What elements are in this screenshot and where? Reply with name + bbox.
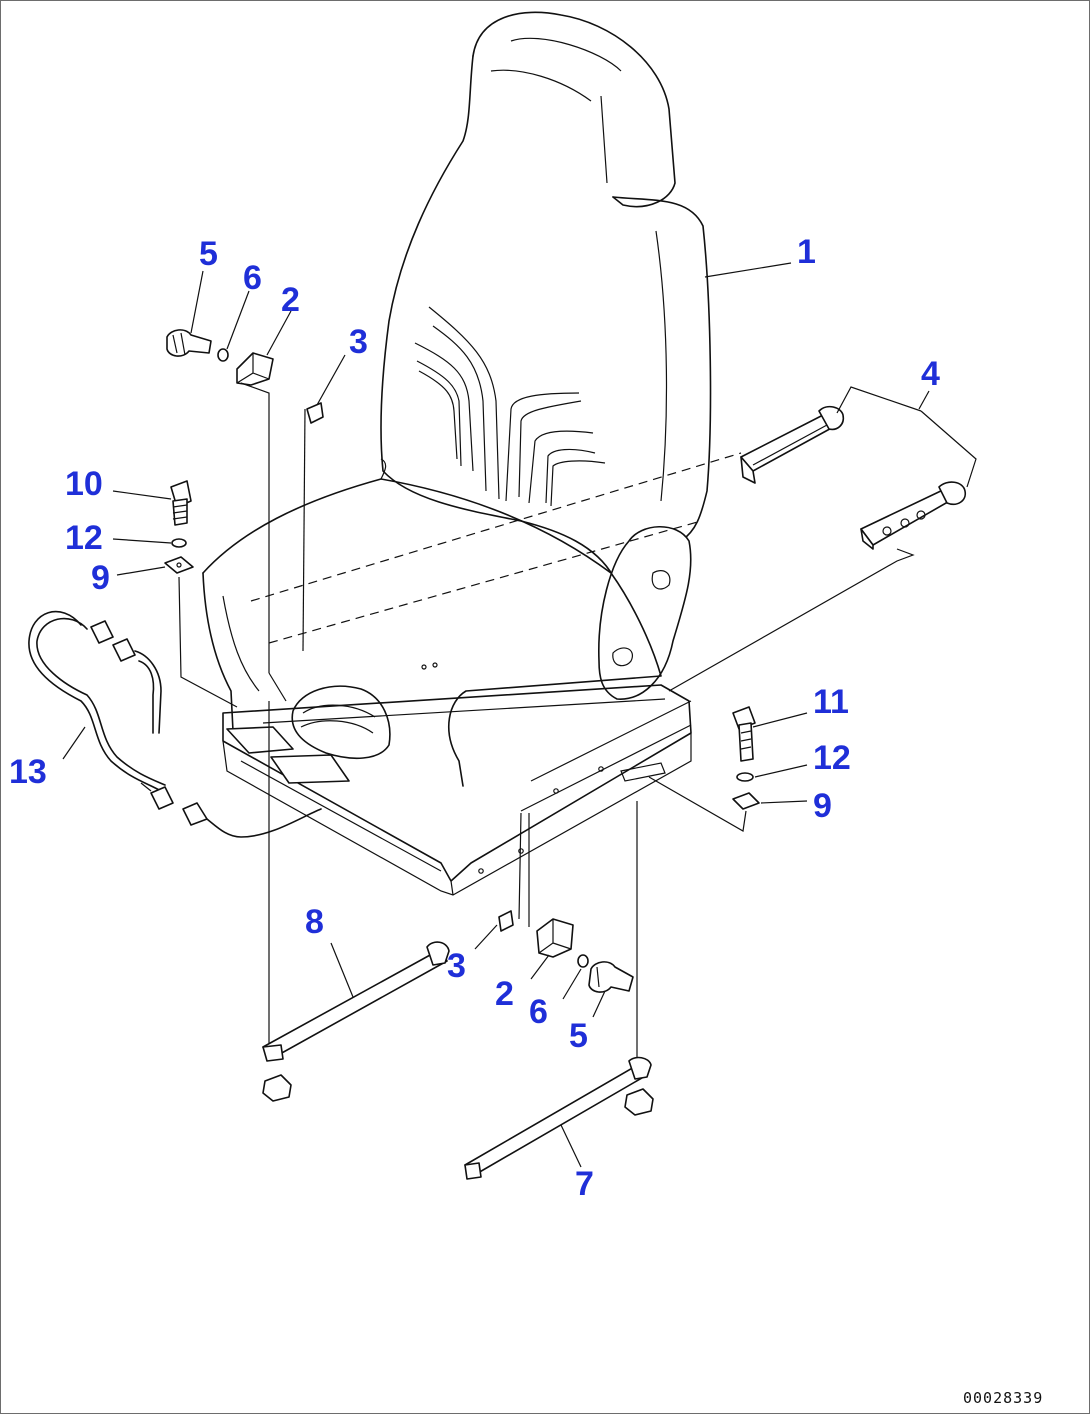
mounting-strap-left: [262, 701, 450, 1102]
callout-1: 1: [797, 233, 816, 271]
callout-5-upper: 5: [199, 235, 218, 273]
slide-rail-assembly: [668, 386, 977, 692]
callout-4: 4: [921, 355, 940, 393]
callout-7: 7: [575, 1165, 594, 1203]
right-bolt-stack: [648, 706, 760, 832]
mounting-strap-right: [464, 801, 654, 1180]
wiring-harness: [28, 610, 322, 838]
callout-11: 11: [813, 683, 849, 721]
callout-3-upper: 3: [349, 323, 368, 361]
upper-mounting-hardware: [166, 329, 324, 702]
callout-10: 10: [65, 465, 103, 503]
callout-6-upper: 6: [243, 259, 262, 297]
callout-3-lower: 3: [447, 947, 466, 985]
leader-lines: [62, 262, 808, 1168]
callout-12-left: 12: [65, 519, 103, 557]
callout-9-right: 9: [813, 787, 832, 825]
callout-labels: 1 4 5 6 2 3 10 12 9 13 11 12 9 8 3 2 6 5…: [9, 233, 940, 1203]
callout-2-upper: 2: [281, 281, 300, 319]
callout-9-left: 9: [91, 559, 110, 597]
callout-2-lower: 2: [495, 975, 514, 1013]
callout-5-lower: 5: [569, 1017, 588, 1055]
drawing-code: 00028339: [963, 1389, 1043, 1407]
left-bolt-stack: [164, 480, 238, 708]
lower-mounting-hardware: [498, 812, 634, 993]
seat-assembly: [202, 11, 742, 896]
callout-13: 13: [9, 753, 47, 791]
callout-12-right: 12: [813, 739, 851, 777]
callout-6-lower: 6: [529, 993, 548, 1031]
callout-8: 8: [305, 903, 324, 941]
